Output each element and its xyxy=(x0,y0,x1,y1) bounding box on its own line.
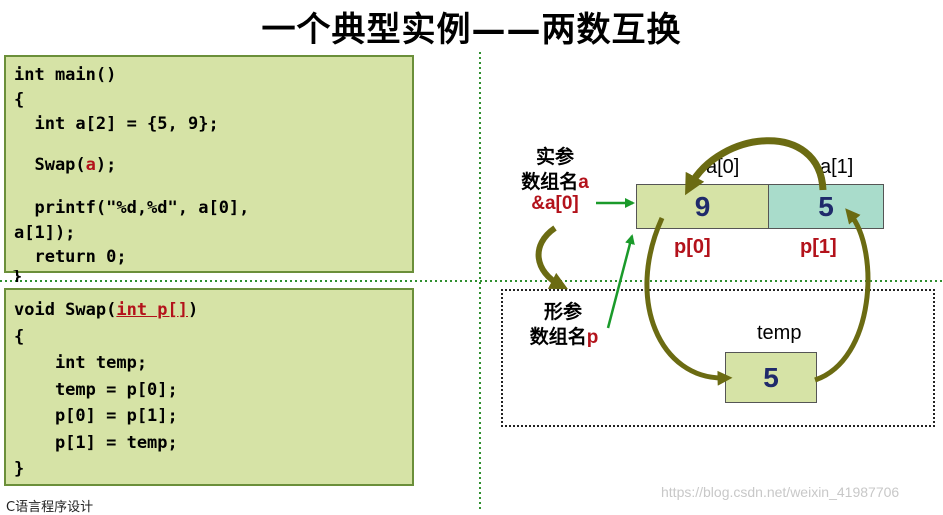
code-text: Swap( xyxy=(14,155,86,175)
code-line: { xyxy=(14,90,25,110)
p1-label: p[1] xyxy=(800,236,837,258)
temp-label: temp xyxy=(757,322,802,344)
code-line: p[0] = p[1]; xyxy=(14,406,178,426)
code-line-closing-brace: } xyxy=(12,270,23,282)
swap-argument: a xyxy=(85,155,96,175)
code-line: int temp; xyxy=(14,353,148,373)
code-line: int main() xyxy=(14,65,117,85)
code-line: { xyxy=(14,327,25,347)
code-line: printf("%d,%d", a[0], xyxy=(14,198,250,218)
code-text: void Swap( xyxy=(14,300,117,320)
a1-index-label: a[1] xyxy=(820,156,854,178)
swap-code-box: void Swap(int p[]) { int temp; temp = p[… xyxy=(4,288,414,486)
code-text: ) xyxy=(188,300,199,320)
code-line: temp = p[0]; xyxy=(14,380,178,400)
formal-param-array-name: 数组名p xyxy=(514,322,614,349)
footer-course-name: C语言程序设计 xyxy=(6,500,94,515)
code-line: } xyxy=(14,459,25,479)
code-line-swap-call: Swap(a); xyxy=(14,155,116,175)
swap-parameter: int p[] xyxy=(116,300,189,320)
code-text: ); xyxy=(95,155,117,175)
actual-param-address: &a[0] xyxy=(531,193,579,214)
label-text: 数组名 xyxy=(521,172,579,193)
array-cell-1: 5 xyxy=(768,184,884,229)
label-text: 数组名 xyxy=(529,327,587,348)
actual-param-label: 实参 xyxy=(535,147,574,168)
code-line: a[1]); xyxy=(14,223,76,243)
formal-param-label: 形参 xyxy=(543,302,582,323)
code-line: int a[2] = {5, 9}; xyxy=(14,114,219,134)
formal-param-region xyxy=(501,289,935,427)
watermark: https://blog.csdn.net/weixin_41987706 xyxy=(661,484,900,500)
code-line: return 0; xyxy=(14,247,127,267)
array-var-name: p xyxy=(586,327,599,348)
p0-label: p[0] xyxy=(674,236,711,258)
code-line: p[1] = temp; xyxy=(14,433,178,453)
main-code-box: int main() { int a[2] = {5, 9}; Swap(a);… xyxy=(4,55,414,273)
array-var-name: a xyxy=(578,172,589,193)
page-title: 一个典型实例——两数互换 xyxy=(261,10,682,50)
actual-param-array-name: 数组名a xyxy=(505,167,605,194)
code-line-swap-signature: void Swap(int p[]) xyxy=(14,300,198,320)
